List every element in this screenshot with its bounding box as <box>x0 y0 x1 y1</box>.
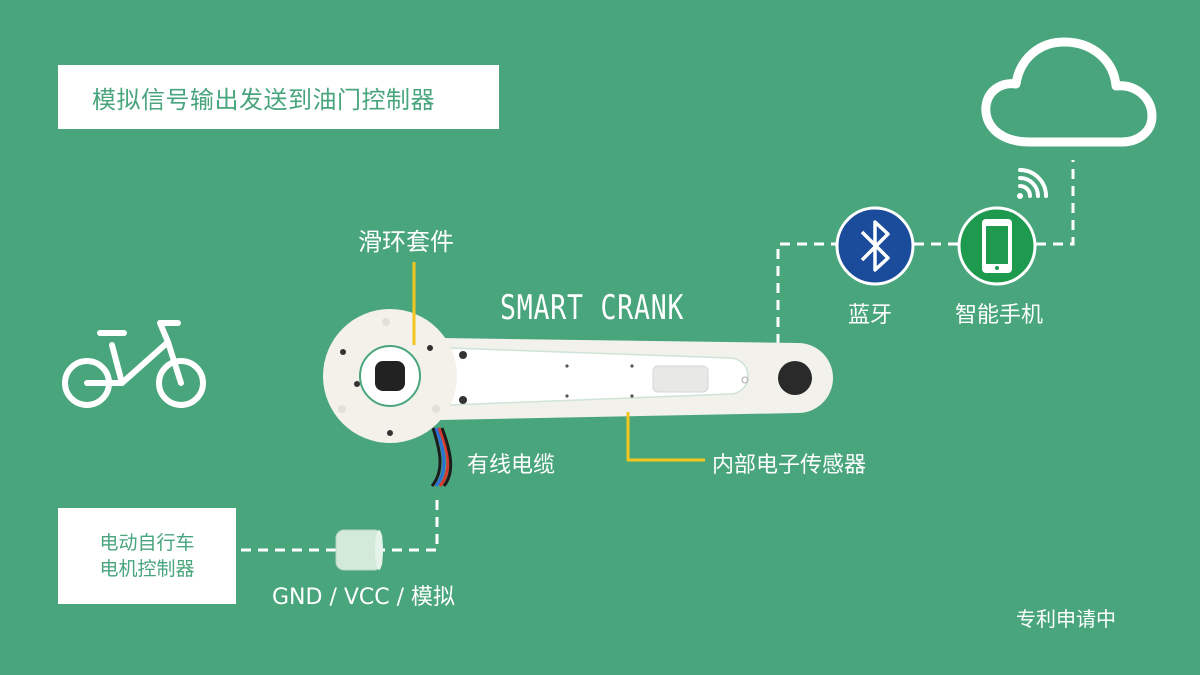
smartphone-label: 智能手机 <box>955 303 1044 328</box>
internal-sensor-label: 内部电子传感器 <box>712 453 867 478</box>
sensor-window <box>652 365 709 393</box>
smart-crank-title: SMART CRANK <box>500 288 685 328</box>
cable-label: 有线电缆 <box>467 453 556 478</box>
bicycle-icon <box>62 320 206 408</box>
controller-line-2: 电机控制器 <box>99 558 195 580</box>
dashed-connections <box>240 160 1075 552</box>
wifi-signal-icon <box>1017 168 1048 199</box>
slip-ring-label: 滑环套件 <box>358 228 454 256</box>
smartphone-icon <box>957 206 1037 286</box>
bluetooth-label: 蓝牙 <box>848 303 893 328</box>
controller-line-1: 电动自行车 <box>99 532 195 554</box>
sensor-callout <box>626 412 705 462</box>
smart-crank-device <box>323 309 833 443</box>
callout-lines <box>412 262 705 462</box>
cable-wires <box>430 427 453 487</box>
cloud-icon <box>981 37 1157 147</box>
bluetooth-icon <box>835 206 915 286</box>
wire-signals-label: GND / VCC / 模拟 <box>272 585 456 610</box>
phone-to-cloud-line <box>1036 160 1075 246</box>
analog-output-banner: 模拟信号输出发送到油门控制器 <box>58 65 499 129</box>
patent-pending-label: 专利申请中 <box>1016 607 1116 631</box>
cable-to-controller-line <box>382 500 439 552</box>
connector-icon <box>335 529 383 571</box>
crank-to-bluetooth-line <box>776 242 836 344</box>
crank-square-bore <box>375 361 405 391</box>
motor-controller-box: 电动自行车 电机控制器 <box>58 508 236 604</box>
pedal-hole <box>778 361 812 395</box>
